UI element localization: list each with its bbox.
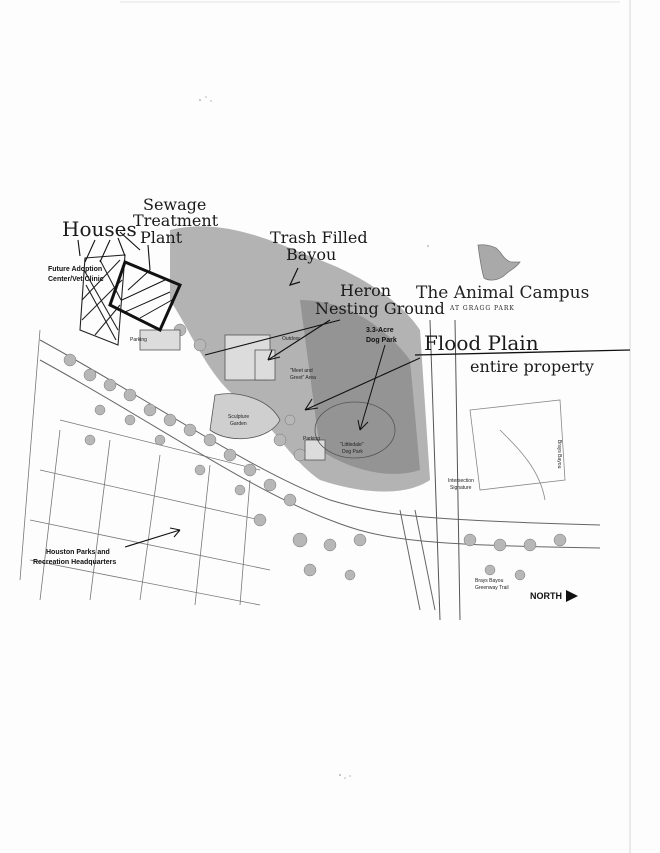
- hq-label-1: Houston Parks and: [46, 549, 110, 556]
- heron-arrow-b: [204, 319, 341, 356]
- intersection-label-1: Intersection: [448, 478, 474, 484]
- entire-property-label: entire property: [470, 357, 594, 376]
- dog-park-area: [314, 401, 396, 459]
- trash-arrow: [288, 267, 301, 286]
- road-south-a: [399, 509, 421, 611]
- intersection-label-2: Signature: [450, 485, 472, 491]
- heron-label-2: Nesting Ground: [315, 299, 445, 318]
- future-adoption-label-1: Future Adoption: [48, 266, 102, 273]
- hq-arrow: [124, 527, 181, 548]
- road-edge-south: [39, 359, 601, 549]
- trash-label-1: Trash Filled: [270, 228, 368, 247]
- handwritten-annotations: Sewage Treatment Plant Houses Trash Fill…: [62, 195, 631, 548]
- dog-park-label-2: Dog Park: [366, 337, 397, 344]
- hq-label-2: Recreation Headquarters: [33, 559, 116, 566]
- treatment-label: Treatment: [133, 211, 219, 230]
- animal-campus-logo: The Animal Campus AT GRAGG PARK: [416, 244, 589, 312]
- heron-arrow-a: [267, 319, 331, 361]
- sculpture-label: Sculpture: [228, 414, 249, 420]
- heron-arrow-a-head: [267, 349, 281, 361]
- dog-park-label-1: 3.3-Acre: [366, 327, 394, 334]
- parking-left-label: Parking: [130, 337, 147, 343]
- street-grid: [19, 329, 271, 606]
- sewage-label: Sewage: [143, 195, 206, 214]
- meet-greet-label-1: "Meet and: [290, 368, 313, 374]
- littledale-label-1: "Littledale": [340, 442, 364, 448]
- north-arrow-icon: [566, 590, 578, 602]
- flood-arrow: [304, 357, 421, 411]
- houses-hatch: [79, 254, 126, 346]
- flood-plain-label: Flood Plain: [424, 331, 539, 355]
- bayou-channel-west: [429, 319, 441, 621]
- buildings: [139, 329, 326, 461]
- plant-label: Plant: [140, 228, 183, 247]
- bayou-channel-east: [454, 319, 461, 621]
- heron-label-1: Heron: [340, 281, 391, 300]
- sculpture-garden-label: Garden: [230, 421, 247, 427]
- meet-greet-label-2: Greet" Area: [290, 375, 316, 381]
- flood-underline: [414, 349, 631, 356]
- parking-mid-label: Parking: [303, 436, 320, 442]
- north-label: NORTH: [530, 591, 562, 601]
- greenway-label-2: Greenway Trail: [475, 585, 509, 591]
- houses-label: Houses: [62, 217, 137, 241]
- houses-arrows: [77, 231, 141, 263]
- road-south-b: [414, 509, 436, 611]
- greenway-label-1: Brays Bayou: [475, 578, 504, 584]
- sewage-plant-box: [108, 260, 182, 333]
- littledale-label-2: Dog Park: [342, 449, 363, 455]
- dog-hand-icon: [477, 244, 521, 281]
- map-labels: Future Adoption Center/Vet Clinic 3.3-Ac…: [33, 266, 578, 602]
- dog-park-arrow: [357, 344, 386, 431]
- parcel-right: [469, 399, 566, 491]
- scan-specks: [199, 96, 429, 779]
- logo-subtitle: AT GRAGG PARK: [449, 305, 515, 312]
- trash-label-2: Bayou: [286, 245, 336, 264]
- sewage-arrow: [147, 244, 151, 271]
- path-right: [499, 429, 546, 501]
- outdoor-label: Outdoor: [282, 336, 300, 342]
- brays-bayou-label: Brays Bayou: [556, 440, 562, 469]
- wooded-area-dense: [300, 300, 420, 474]
- future-adoption-label-2: Center/Vet Clinic: [48, 276, 104, 283]
- logo-title: The Animal Campus: [416, 283, 589, 303]
